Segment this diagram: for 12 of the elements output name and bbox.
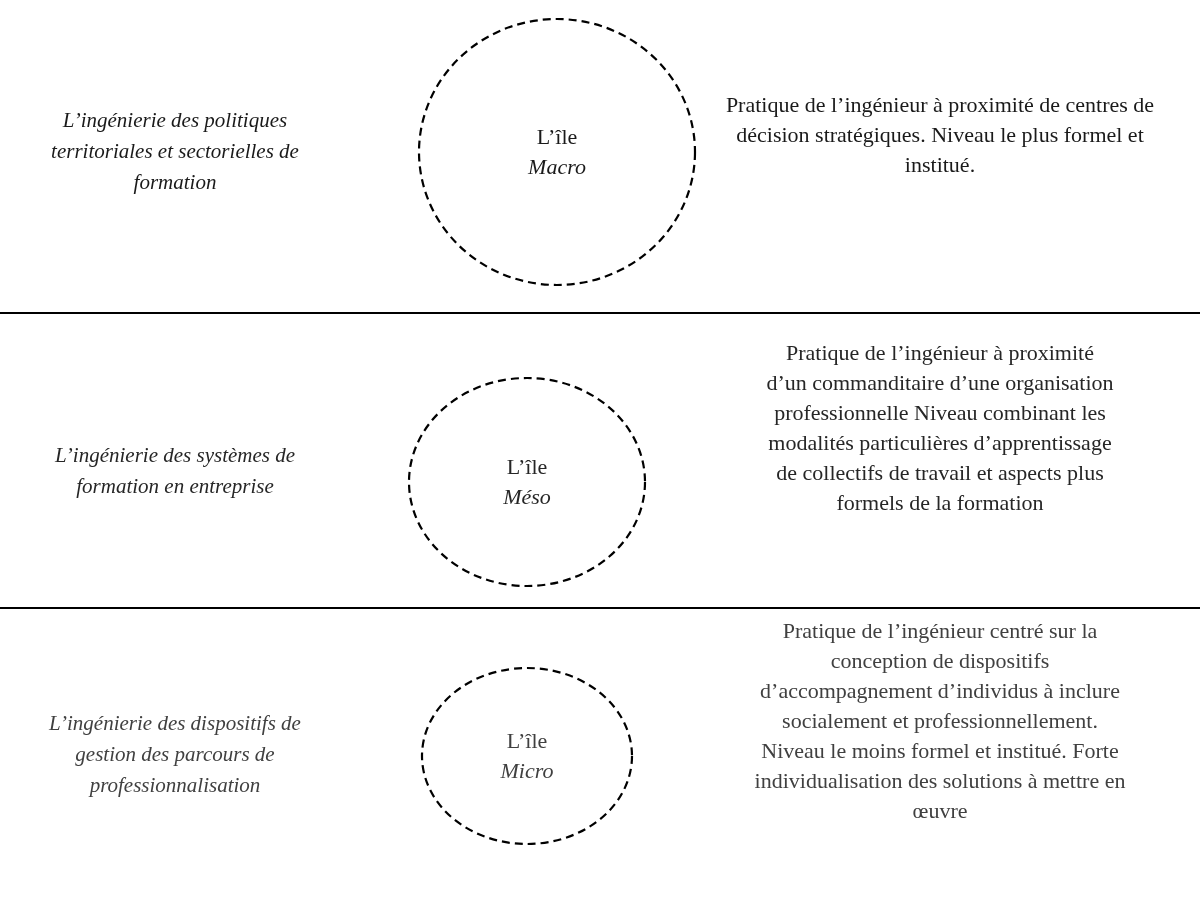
- level-name: Méso: [503, 483, 551, 511]
- island-label: L’île: [536, 123, 578, 151]
- level-description: L’ingénierie des systèmes de formation en entreprise: [53, 442, 297, 500]
- island-label: L’île: [506, 727, 548, 755]
- practice-description: Pratique de l’ingénieur à proximité de centres de décision stratégiques. Niveau le plus formel et institué.: [724, 91, 1156, 179]
- practice-description: Pratique de l’ingénieur à proximité d’un commanditaire d’une organisation professionnelle Niveau combinant les modalités particulières d’apprentissage de collectifs de travail et aspects plus formels de la formation: [765, 339, 1115, 517]
- practice-description: Pratique de l’ingénieur centré sur la conception de dispositifs d’accompagnement d’individus à inclure socialement et professionnellement. Niveau le moins formel et institué. Forte individualisation des solutions à mettre en œuvre: [753, 617, 1127, 825]
- level-description: L’ingénierie des politiques territoriales et sectorielles de formation: [50, 107, 300, 196]
- level-name: Macro: [528, 153, 586, 181]
- level-name: Micro: [500, 757, 554, 785]
- level-description: L’ingénierie des dispositifs de gestion des parcours de professionnalisation: [48, 710, 302, 799]
- island-label: L’île: [506, 453, 548, 481]
